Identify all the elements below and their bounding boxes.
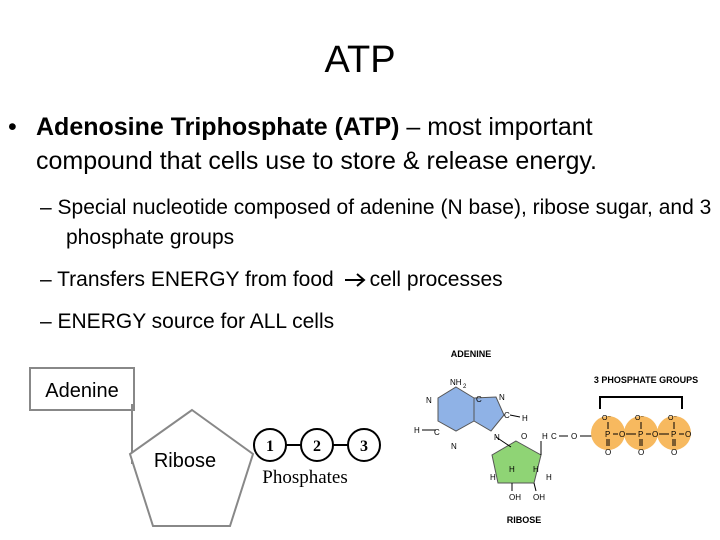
atom-label: H: [509, 465, 515, 474]
adenine-box: [29, 367, 135, 411]
phosphate-group-2: [624, 416, 658, 450]
atom-label: OH: [533, 493, 545, 502]
phosphate-number-3: 3: [360, 438, 368, 455]
phosphate-groups-header: 3 PHOSPHATE GROUPS: [594, 375, 698, 385]
bullet-dot: •: [8, 113, 17, 141]
phosphate-group-1: [591, 416, 625, 450]
atom-label: O: [571, 432, 577, 441]
adenine-six-ring: [437, 386, 475, 432]
atom-label: H: [522, 414, 528, 423]
atom-label: P: [605, 430, 610, 439]
atom-label: O⁻: [668, 415, 677, 422]
ribose-ring: [491, 440, 542, 484]
bullet-atp-definition: • Adenosine Triphosphate (ATP) – most im…: [8, 110, 708, 178]
atom-label: C: [551, 432, 557, 441]
atom-label: O: [671, 448, 677, 457]
atom-label: O: [521, 432, 527, 441]
atom-label: H: [490, 473, 496, 482]
atom-label: O: [652, 430, 658, 439]
atom-label: 2: [463, 384, 467, 390]
ribose-label: Ribose: [154, 450, 216, 472]
atom-label: C: [504, 411, 510, 420]
adenine-box-label: Adenine: [45, 380, 118, 402]
nucleotide-text: – Special nucleotide composed of adenine…: [40, 196, 712, 249]
atp-definition: – most important compound that cells use…: [36, 113, 597, 175]
phosphate-number-2: 2: [313, 438, 321, 455]
atom-label: H: [542, 432, 548, 441]
sub-bullet-text: – Special nucleotide composed of adenine…: [40, 193, 715, 253]
right-arrow-icon: [344, 273, 366, 288]
atp-schematic-diagram: Adenine Ribose 1 2 3 Phosphates: [29, 367, 381, 527]
atom-label: P: [638, 430, 643, 439]
atp-molecular-structure: ADENINE 3 PHOSPHATE GROUPS RIBOSE NH 2 N…: [414, 349, 698, 525]
cell-processes-text: cell processes: [369, 268, 503, 291]
atom-label: O: [685, 430, 691, 439]
phosphate-number-1: 1: [266, 438, 274, 455]
atom-label: O⁻: [635, 415, 644, 422]
slide-title: ATP: [324, 39, 396, 81]
atom-label: H: [414, 426, 420, 435]
atom-label: C: [434, 428, 440, 437]
sub-bullet-energy-source: – ENERGY source for ALL cells: [40, 307, 715, 337]
bullet-text: Adenosine Triphosphate (ATP) – most impo…: [8, 110, 708, 178]
bond-line: [495, 436, 512, 448]
atom-label: N: [499, 393, 505, 402]
transfers-text: – Transfers ENERGY from food: [40, 268, 334, 291]
adenine-five-ring: [473, 396, 505, 432]
ribose-pentagon: [128, 408, 255, 527]
ribose-footer: RIBOSE: [507, 515, 542, 525]
energy-source-text: – ENERGY source for ALL cells: [40, 310, 335, 333]
sub-bullet-transfers: – Transfers ENERGY from food cell proces…: [40, 265, 715, 295]
sub-bullet-nucleotide: – Special nucleotide composed of adenine…: [40, 193, 715, 253]
atom-label: H: [533, 465, 539, 474]
phosphate-bracket: [599, 396, 683, 409]
atom-label: N: [451, 442, 457, 451]
phosphates-label: Phosphates: [262, 467, 348, 488]
bond-line: [533, 482, 537, 492]
phosphate-circle-3: [347, 428, 381, 462]
atom-label: OH: [509, 493, 521, 502]
atom-label: P: [671, 430, 676, 439]
atom-label: H: [546, 473, 552, 482]
atom-label: O⁻: [602, 415, 611, 422]
atom-label: O: [638, 448, 644, 457]
bond-line: [509, 414, 521, 418]
atom-label: O: [605, 448, 611, 457]
atom-label: C: [476, 395, 482, 404]
phosphate-group-3: [657, 416, 691, 450]
adenine-header: ADENINE: [451, 349, 492, 359]
atom-label: O: [619, 430, 625, 439]
atom-label: NH: [450, 378, 462, 387]
atom-label: N: [426, 396, 432, 405]
atp-term: Adenosine Triphosphate (ATP): [36, 113, 400, 141]
